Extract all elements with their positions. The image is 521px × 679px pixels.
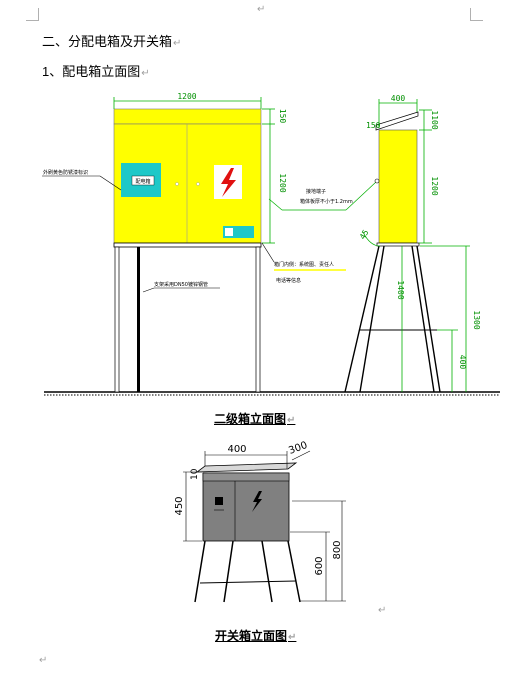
heading-section: 二、分配电箱及开关箱↵ xyxy=(42,31,181,50)
label-right-leader: 接地端子 箱体板厚不小于1.2mm xyxy=(268,181,377,211)
side-box-body xyxy=(378,129,418,244)
side-dimension-leg-text: 1400 xyxy=(396,280,405,299)
switch-dimension-height: 10 450 xyxy=(174,468,202,542)
side-dimension-height-text: 1200 xyxy=(430,176,439,195)
caption-secondary-box-text: 二级箱立面图 xyxy=(214,412,287,426)
box-leg-middle xyxy=(137,247,140,392)
switch-dimension-lid-text: 10 xyxy=(190,468,200,480)
heading-sub: 1、配电箱立面图↵ xyxy=(42,61,150,80)
side-dimension-height: 1100 1200 xyxy=(419,109,439,244)
side-dimension-lid-text: 150 xyxy=(366,121,381,130)
caption-switch-box-text: 开关箱立面图 xyxy=(215,629,288,643)
label-door-info-text-1: 箱门内侧：系统图、责任人 xyxy=(274,261,334,268)
side-dimension-angle: 45 xyxy=(358,228,381,247)
side-dimension-top-text: 1100 xyxy=(430,110,439,129)
caption-secondary-box: 二级箱立面图↵ xyxy=(214,410,295,427)
label-door-info: 箱门内侧：系统图、责任人 电话等信息 xyxy=(261,242,346,284)
switch-dimension-leg-text: 600 xyxy=(314,556,325,575)
switch-box-label xyxy=(215,497,223,505)
switch-box-lid xyxy=(195,462,298,473)
side-dimension-leg: 1400 xyxy=(396,246,405,392)
switch-dimension-top: 300 xyxy=(287,440,311,461)
side-box-roof xyxy=(375,111,419,131)
paragraph-mark: ↵ xyxy=(288,632,297,643)
door-handle-left xyxy=(175,182,179,186)
paragraph-mark: ↵ xyxy=(173,38,182,49)
label-bottom-leader: 支架采用DN50镀锌钢管 xyxy=(142,281,220,293)
crop-mark-top-left xyxy=(26,8,39,21)
box-lid xyxy=(113,108,262,125)
side-dimension-stand-text: 1300 xyxy=(472,310,481,329)
switch-dimension-width: 400 xyxy=(204,444,288,469)
box-leg-left xyxy=(114,246,120,393)
label-bottom-text: 支架采用DN50镀锌钢管 xyxy=(154,281,208,288)
paragraph-mark: ↵ xyxy=(378,605,387,616)
switch-dimension-total-text: 800 xyxy=(332,540,343,559)
paragraph-mark: ↵ xyxy=(287,415,296,426)
secondary-box-elevation-drawing: 配电箱 1200 150 1200 外刷黄色防锈漆标识 支架采用DN50镀锌钢管 xyxy=(42,92,500,396)
box-leg-right xyxy=(255,246,261,393)
ground-line xyxy=(44,391,500,396)
side-dimension-angle-text: 45 xyxy=(358,228,371,241)
switch-dimension-top-text: 300 xyxy=(287,440,309,457)
switch-dimension-height-text: 450 xyxy=(174,496,185,515)
dimension-right-height: 150 1200 xyxy=(262,108,287,244)
side-dimension-stand-low-text: 400 xyxy=(458,355,467,370)
caption-switch-box: 开关箱立面图↵ xyxy=(215,627,296,644)
side-dimension-width-text: 400 xyxy=(391,94,406,103)
dimension-width-text: 1200 xyxy=(177,92,196,101)
dimension-width: 1200 xyxy=(113,92,262,109)
door-handle-right xyxy=(196,182,200,186)
paragraph-mark: ↵ xyxy=(141,68,150,79)
switch-box-body xyxy=(202,472,290,542)
paragraph-mark: ↵ xyxy=(257,4,266,15)
switch-dimension-width-text: 400 xyxy=(227,444,246,455)
paragraph-mark: ↵ xyxy=(39,655,48,666)
label-right-text-2: 箱体板厚不小于1.2mm xyxy=(300,198,353,205)
side-dimension-stand: 1300 400 xyxy=(420,245,481,392)
side-stand xyxy=(344,245,441,393)
lightning-bolt-icon xyxy=(221,168,236,197)
heading-section-text: 二、分配电箱及开关箱 xyxy=(42,34,173,49)
side-ground-terminal xyxy=(374,178,380,184)
label-left-text: 外刷黄色防锈漆标识 xyxy=(43,169,88,176)
crop-mark-top-right xyxy=(470,8,483,21)
switch-dimension-leg: 600 xyxy=(290,531,346,602)
switch-box-stand xyxy=(194,540,301,603)
box-base-plate xyxy=(113,242,262,248)
switch-box-lightning-icon xyxy=(252,491,262,512)
dimension-top-text: 150 xyxy=(278,109,287,124)
switch-box-elevation-drawing: 400 300 10 450 600 800 xyxy=(174,440,346,603)
label-right-text-1: 接地端子 xyxy=(306,188,326,195)
switch-dimension-total: 800 xyxy=(292,500,346,601)
side-dimension-width: 400 xyxy=(378,94,418,128)
box-nameplate-text: 配电箱 xyxy=(135,178,150,185)
label-left-leader: 外刷黄色防锈漆标识 xyxy=(42,169,122,191)
label-door-info-text-2: 电话等信息 xyxy=(276,277,301,284)
heading-sub-text: 1、配电箱立面图 xyxy=(42,64,141,79)
dimension-right-height-text: 1200 xyxy=(278,173,287,192)
